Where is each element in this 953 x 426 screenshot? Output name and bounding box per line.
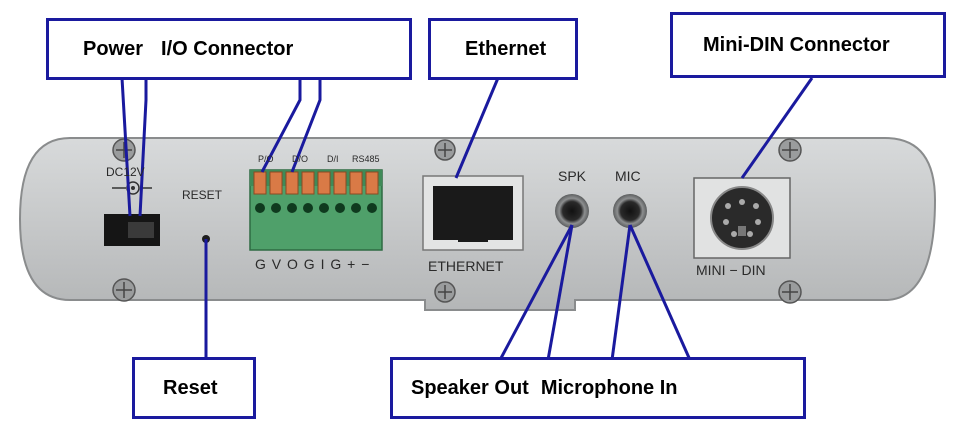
mic-label: MIC <box>615 168 641 184</box>
ethernet-panel-label: ETHERNET <box>428 258 504 274</box>
callout-mini-din: Mini-DIN Connector <box>670 12 946 78</box>
terminal-label-rs485: RS485 <box>352 154 380 164</box>
screw-icon <box>112 138 802 304</box>
callout-microphone-in-label: Microphone In <box>540 376 678 399</box>
callout-ethernet: Ethernet <box>428 18 578 80</box>
ethernet-jack <box>422 175 524 251</box>
callout-speaker-microphone: Speaker Out Microphone In <box>390 357 806 419</box>
terminal-block <box>249 169 383 251</box>
mini-din-panel-label: MINI − DIN <box>696 262 766 278</box>
leader-lines <box>111 48 814 361</box>
callout-reset: Reset <box>132 357 256 419</box>
terminal-label-di: D/I <box>327 154 339 164</box>
terminal-label-po: P/O <box>258 154 274 164</box>
callout-ethernet-label: Ethernet <box>465 37 547 60</box>
spk-label: SPK <box>558 168 587 184</box>
dc-voltage-label: DC12V <box>106 165 145 179</box>
power-jack <box>104 181 160 246</box>
callout-io-connector-label: I/O Connector <box>161 37 294 60</box>
mini-din-port <box>693 177 791 259</box>
callout-power-label: Power <box>83 37 144 60</box>
callout-speaker-out-label: Speaker Out <box>411 376 529 399</box>
microphone-jack <box>613 194 647 228</box>
terminal-pin-labels: G V O G I G + − <box>255 256 371 272</box>
callout-power-io: Power I/O Connector <box>46 18 412 80</box>
callout-mini-din-label: Mini-DIN Connector <box>703 33 890 56</box>
speaker-jack <box>555 194 589 228</box>
reset-panel-label: RESET <box>182 188 223 202</box>
callout-reset-label: Reset <box>163 376 218 399</box>
terminal-label-do: D/O <box>292 154 309 164</box>
